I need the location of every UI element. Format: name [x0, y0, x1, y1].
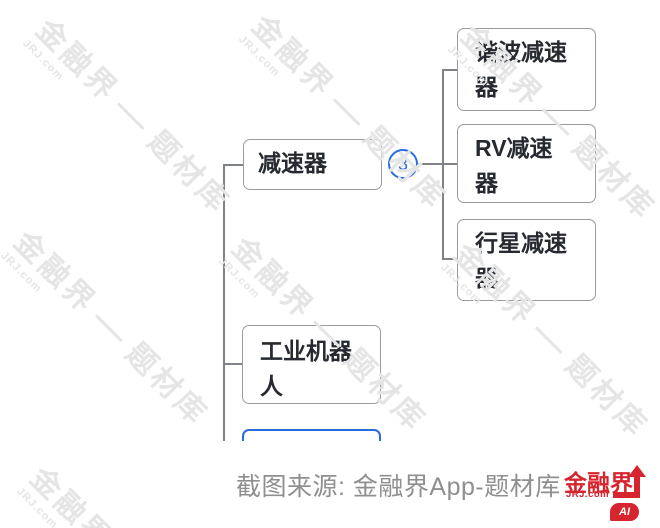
- connector-stub-planetary: [442, 258, 458, 260]
- logo-domain-text: JRJ.com: [566, 489, 610, 500]
- child-count-value: 3: [397, 154, 408, 174]
- logo-up-arrow-icon: [613, 465, 646, 498]
- connector-badge-to-branch: [416, 163, 443, 165]
- connector-stub-industrial: [223, 363, 243, 365]
- connector-trunk-left: [223, 164, 225, 441]
- node-partial-blue[interactable]: [242, 429, 381, 441]
- node-reducer[interactable]: 减速器: [243, 139, 382, 190]
- jrj-logo: 金融界 JRJ.com AI: [564, 462, 658, 524]
- node-harmonic-reducer[interactable]: 谐波减速器: [457, 28, 596, 111]
- logo-brand-text: 金融界: [564, 470, 633, 496]
- child-count-badge[interactable]: 3: [388, 149, 418, 179]
- node-industrial-robot-label: 工业机器人: [260, 338, 352, 399]
- node-rv-reducer[interactable]: RV减速器: [457, 124, 596, 203]
- node-planetary-reducer[interactable]: 行星减速器: [457, 219, 596, 301]
- node-industrial-robot[interactable]: 工业机器人: [242, 325, 381, 404]
- node-harmonic-reducer-label: 谐波减速器: [475, 39, 567, 100]
- ai-badge: AI: [610, 503, 639, 521]
- watermark-brand-text: 金融界: [23, 461, 119, 528]
- node-rv-reducer-label: RV减速器: [475, 135, 553, 196]
- watermark-brand-group: 金融界 JRJ.com: [14, 461, 119, 528]
- node-reducer-label: 减速器: [258, 150, 327, 176]
- connector-stub-reducer: [223, 164, 244, 166]
- connector-stub-rv: [442, 163, 458, 165]
- mindmap-canvas: 减速器 3 谐波减速器 RV减速器 行星减速器 工业机器人: [223, 28, 596, 441]
- source-caption: 截图来源: 金融界App-题材库: [236, 473, 561, 501]
- watermark-tile: 金融界 JRJ.com 题材库: [14, 461, 230, 528]
- connector-stub-harmonic: [442, 69, 458, 71]
- node-planetary-reducer-label: 行星减速器: [475, 230, 567, 291]
- watermark-domain-text: JRJ.com: [14, 484, 61, 528]
